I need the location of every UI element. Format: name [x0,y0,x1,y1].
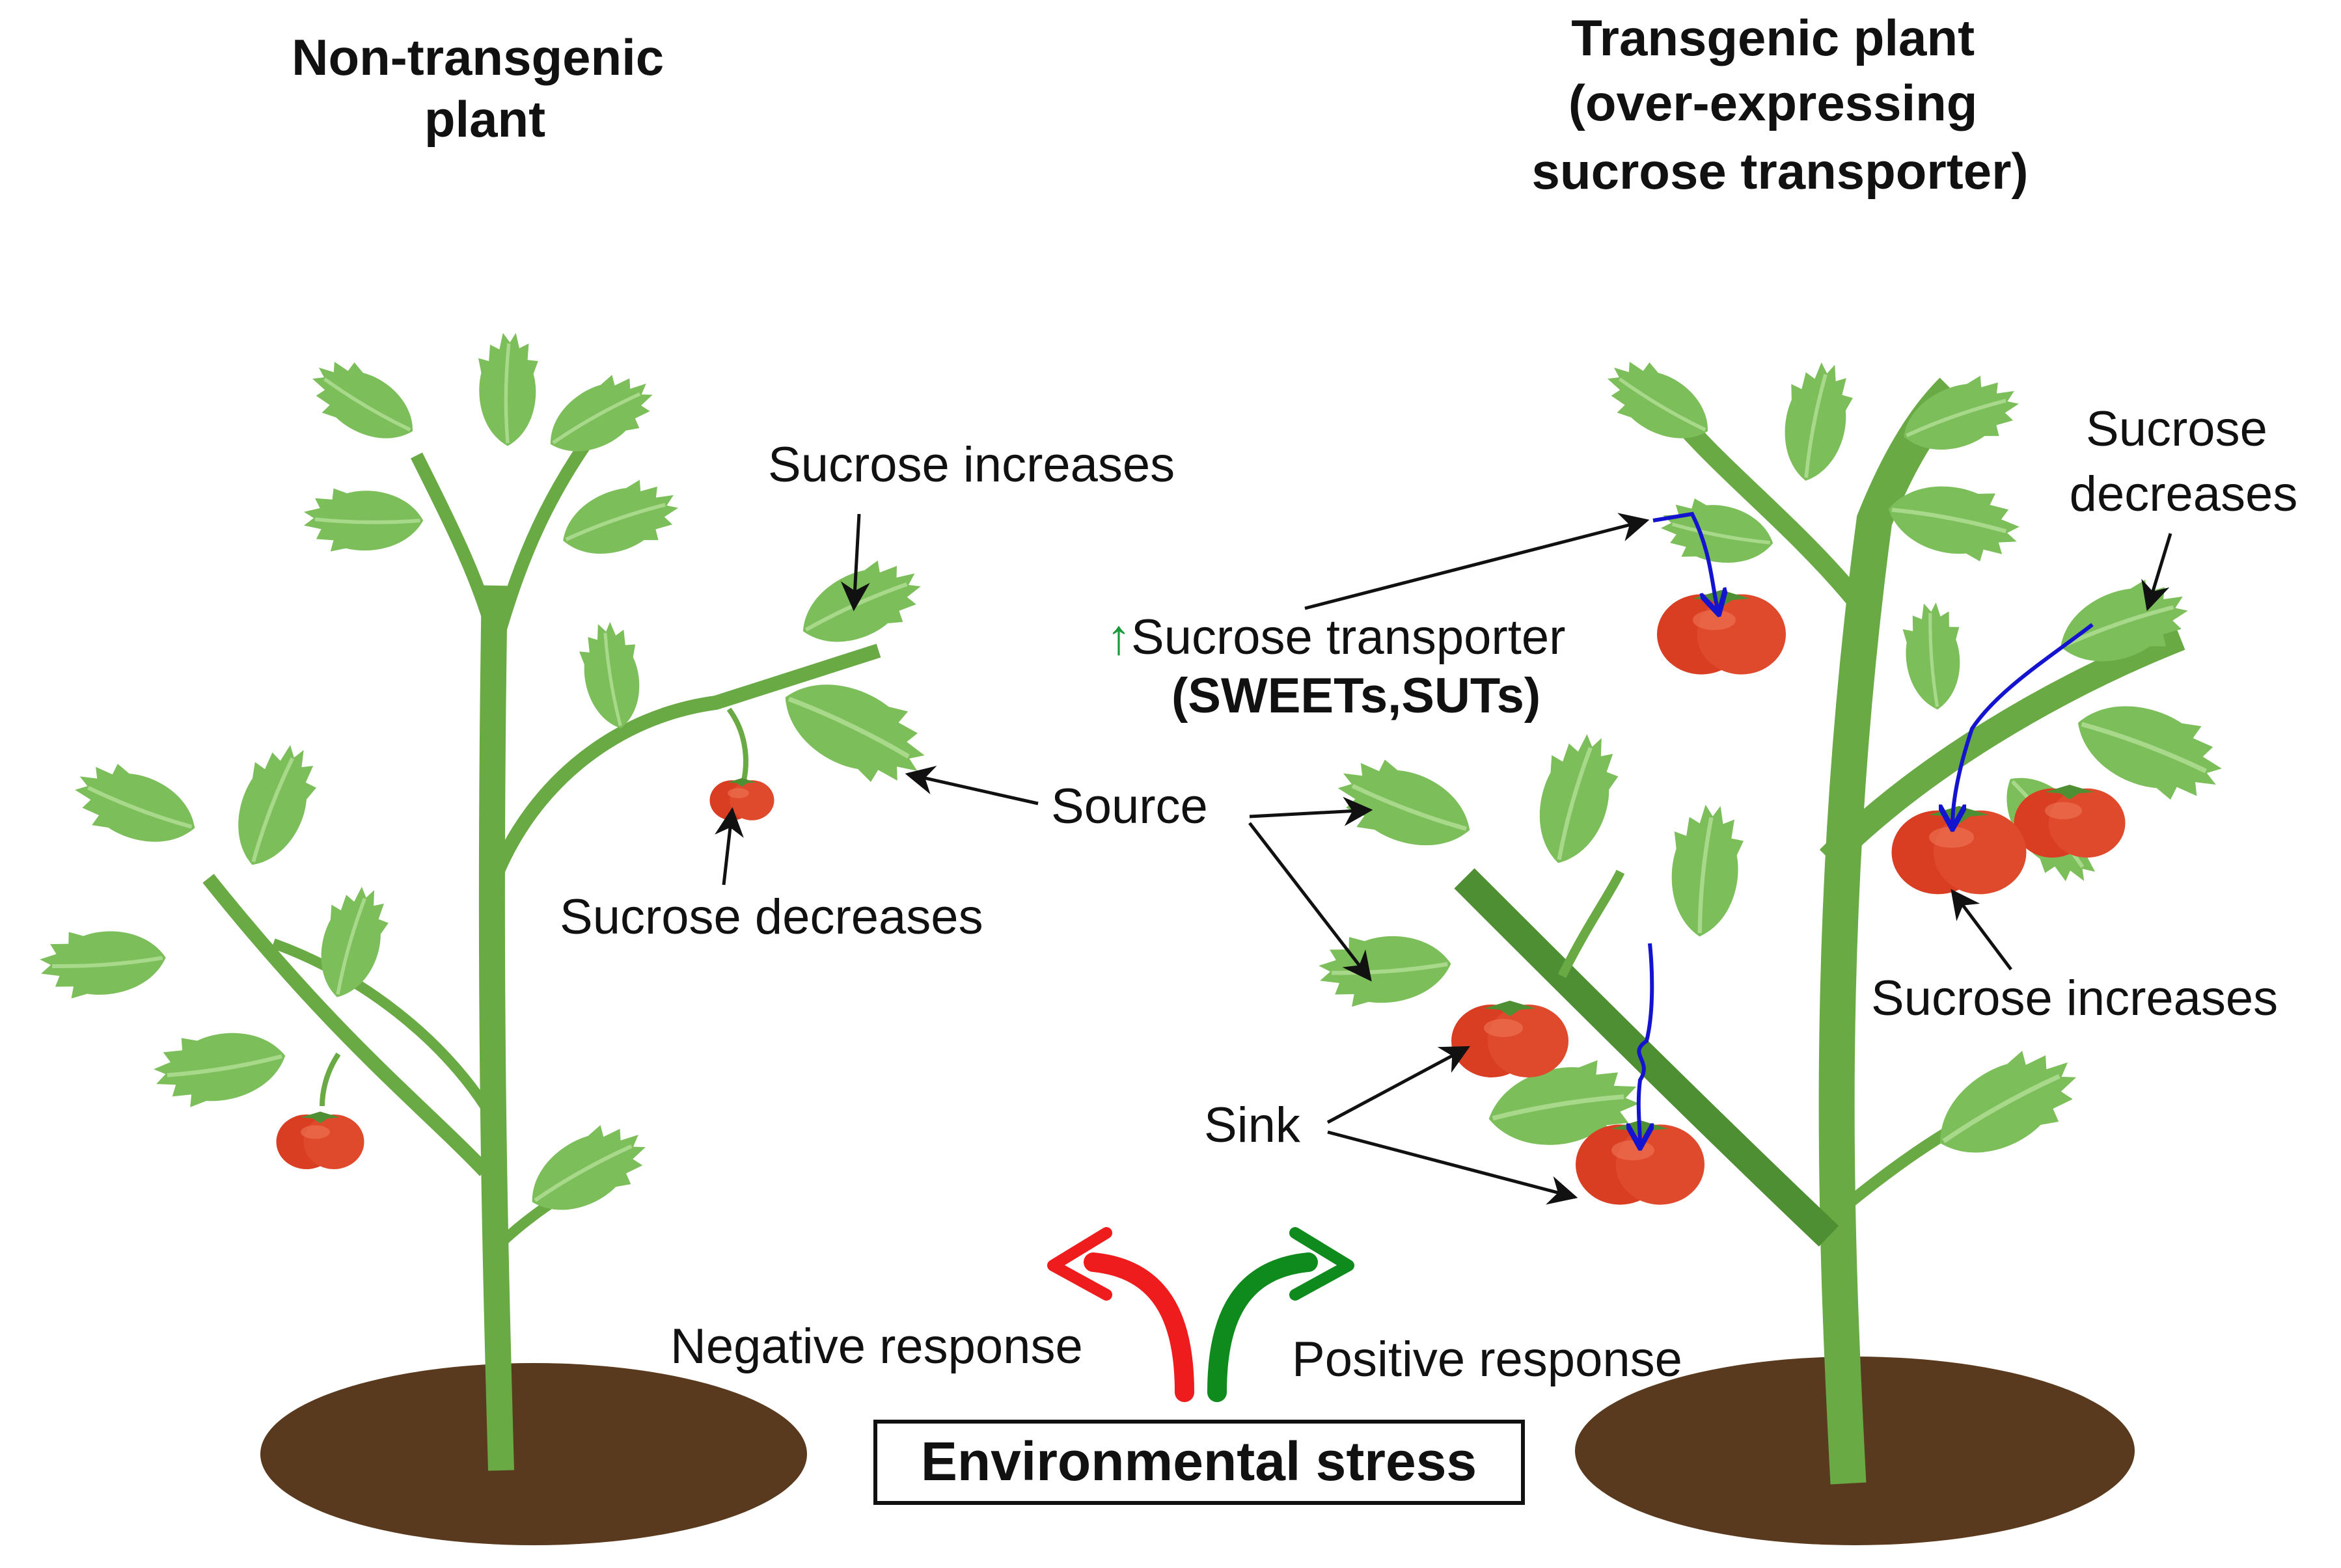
sink-arrow-bottom [1327,1130,1578,1205]
flow-arrow-mid [1952,623,2094,826]
non-transgenic-plant [38,333,938,1545]
flow-arrow-top [1652,511,1718,612]
left-sucrose-increases-label: Sucrose increases [768,437,1175,493]
right-sucrose-decreases-label: Sucrose decreases [2070,401,2298,522]
left-soil [260,1363,807,1545]
source-arrow-right-top [1249,796,1373,826]
left-decreases-arrow [715,807,744,885]
right-title: Transgenic plant (over-expressing sucros… [1532,9,2029,200]
left-title: Non-transgenic plant [292,29,678,148]
left-top-tomato [709,777,774,820]
positive-response-label: Positive response [1292,1332,1682,1387]
transporter-arrow [1304,513,1650,610]
left-increases-arrow [840,513,870,612]
left-sucrose-decreases-label: Sucrose decreases [560,889,983,945]
right-stem [1818,377,1965,1485]
left-stem [478,585,514,1471]
environmental-stress-label: Environmental stress [921,1431,1477,1492]
negative-response-label: Negative response [670,1319,1083,1374]
right-lower-tomato [1451,1001,1568,1077]
positive-response-arrow [1207,1227,1354,1402]
environmental-stress-box: Environmental stress [873,1420,1525,1505]
negative-response-arrow [1047,1227,1194,1402]
right-mid-tomato-back [2014,785,2126,858]
up-arrow-icon: ↑ [1106,610,1131,665]
source-arrow-right-bottom [1248,822,1372,982]
right-top-tomato [1657,589,1786,675]
left-bottom-tomato [276,1111,364,1169]
transgenic-plant [1317,348,2233,1545]
sink-label: Sink [1204,1098,1301,1153]
transporter-genes-label: (SWEETs,SUTs) [1171,668,1540,723]
right-increases-arrow [1951,889,2012,971]
right-mid-tomato [1891,805,2027,895]
sink-arrow-top [1326,1046,1470,1124]
right-sucrose-increases-label: Sucrose increases [1871,971,2278,1026]
source-label: Source [1051,779,1208,834]
source-arrow-left [905,765,1039,805]
right-decreases-arrow [2141,533,2172,612]
transporter-label: ↑Sucrose transporter [1106,610,1565,665]
flow-arrow-bottom [1639,943,1654,1145]
